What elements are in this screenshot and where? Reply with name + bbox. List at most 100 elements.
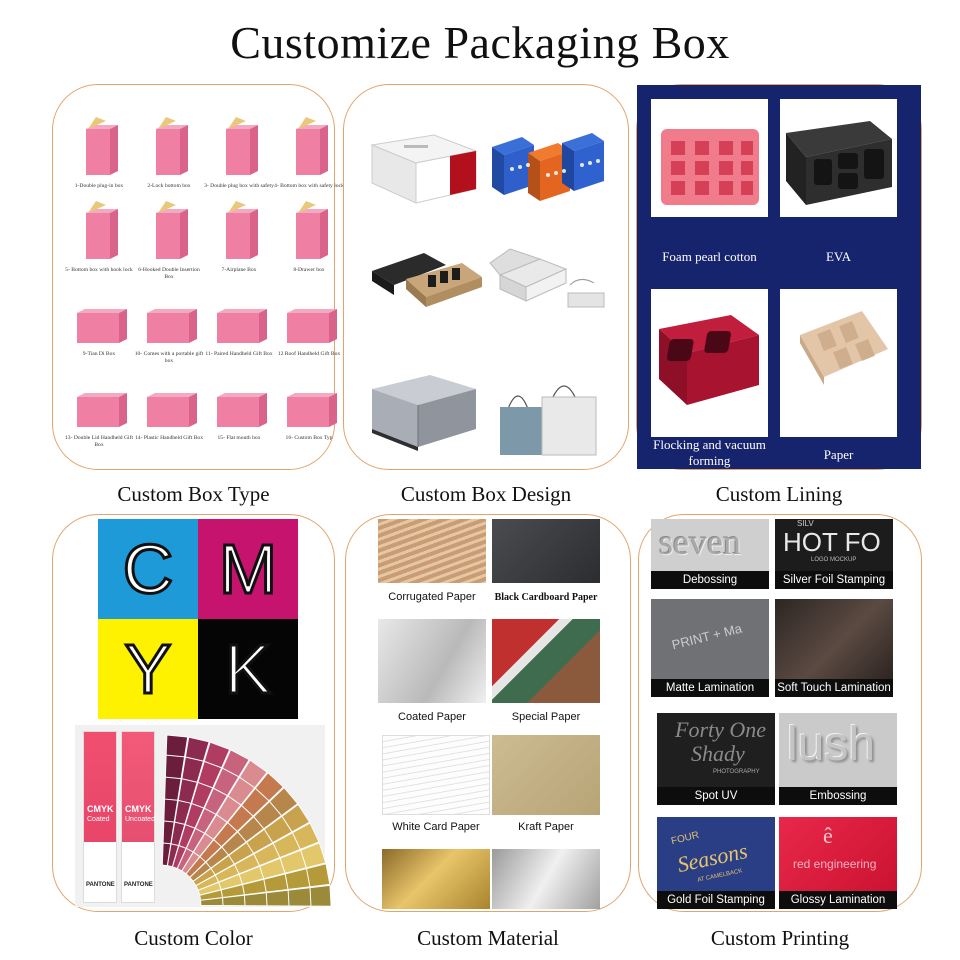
box-type-label: 2-Lock bottom box	[147, 183, 191, 189]
box-type-illustration	[217, 309, 267, 343]
cmyk-cyan-square: C	[98, 519, 198, 619]
colorful-boxes-image	[492, 133, 604, 201]
box-type-illustration	[226, 201, 258, 259]
card-box-design[interactable]	[343, 84, 629, 470]
mat-label-kraft: Kraft Paper	[518, 821, 574, 833]
box-type-label: 12 Roof Handheld Gift Box	[277, 351, 341, 357]
box-type-item: 11- Paired Handheld Gift Box	[205, 293, 273, 375]
box-type-label: 14- Plastic Handheld Gift Box	[134, 435, 204, 441]
grey-book-box-image	[372, 375, 476, 451]
glossy-art: red engineering	[793, 857, 877, 871]
card-color[interactable]: C M Y K CMYK Coated PANTONE CMYK Uncoate…	[52, 514, 335, 912]
box-type-label: 1-Double plug-in box	[74, 183, 124, 189]
box-type-label: 6-Hooked Double Insertion Box	[138, 267, 200, 280]
guide-label-coated: Coated	[87, 816, 110, 823]
lining-label-flocking: Flocking and vacuum forming	[653, 437, 766, 468]
cmyk-black-square: K	[198, 619, 298, 719]
coated-swatch	[378, 619, 486, 703]
print-silver-foil-tile: SILV HOT FO LOGO MOCKUP Silver Foil Stam…	[775, 519, 893, 589]
box-type-item: 12 Roof Handheld Gift Box	[275, 293, 343, 375]
box-type-label: 5- Bottom box with hook lock	[65, 267, 133, 273]
black-cardboard-swatch	[492, 519, 600, 583]
box-type-label: 7-Airplane Box	[221, 267, 257, 273]
guide-label-uncoated: Uncoated	[125, 816, 155, 823]
debossing-art: seven	[659, 522, 741, 562]
silver-foil-swatch	[492, 849, 600, 909]
mat-label-white-card: White Card Paper	[392, 821, 480, 833]
box-type-illustration	[217, 393, 267, 427]
print-label-soft-touch: Soft Touch Lamination	[775, 679, 893, 697]
card-printing[interactable]: seven Debossing SILV HOT FO LOGO MOCKUP …	[638, 514, 922, 912]
lining-paper-tile	[780, 289, 897, 437]
print-label-matte: Matte Lamination	[651, 679, 769, 697]
mat-label-black: Black Cardboard Paper	[494, 592, 598, 603]
box-type-illustration	[296, 117, 328, 175]
box-type-item: 13- Double Lid Handheld Gift Box	[65, 377, 133, 459]
spot-uv-art-1: Forty One	[675, 717, 767, 742]
special-swatch	[492, 619, 600, 703]
box-type-item: 3- Double plug box with safety	[204, 117, 274, 207]
box-type-illustration	[77, 393, 127, 427]
lining-label-eva: EVA	[825, 249, 852, 264]
print-label-embossing: Embossing	[779, 787, 897, 805]
kraft-swatch	[492, 735, 600, 815]
gold-foil-art-1: FOUR	[670, 829, 701, 848]
print-embossing-tile: lush Embossing	[779, 713, 897, 805]
print-label-spot-uv: Spot UV	[657, 787, 775, 805]
box-type-label: 11- Paired Handheld Gift Box	[205, 351, 273, 357]
lining-foam-tile	[651, 99, 768, 217]
embossing-art: lush	[787, 718, 876, 771]
box-type-illustration	[287, 309, 337, 343]
corrugated-swatch	[378, 519, 486, 583]
box-type-item: 8-Drawer box	[275, 201, 343, 291]
caption-printing: Custom Printing	[710, 926, 850, 950]
print-matte-tile: PRINT + Ma Matte Lamination	[651, 599, 769, 697]
print-label-glossy: Glossy Lamination	[779, 891, 897, 909]
card-material[interactable]: Corrugated Paper Black Cardboard Paper C…	[345, 514, 631, 912]
print-label-gold-foil: Gold Foil Stamping	[657, 891, 775, 909]
page-title: Customize Packaging Box	[230, 17, 730, 68]
silver-sub-art: LOGO MOCKUP	[811, 557, 857, 563]
box-type-illustration	[86, 117, 118, 175]
color-fan-image	[161, 734, 332, 907]
box-type-grid: 1-Double plug-in box 2-Lock bottom box 3…	[65, 117, 344, 465]
box-type-illustration	[296, 201, 328, 259]
spot-uv-art-3: PHOTOGRAPHY	[713, 769, 760, 775]
spot-uv-art-2: Shady	[691, 741, 745, 766]
box-type-label: 13- Double Lid Handheld Gift Box	[64, 435, 134, 448]
caption-material: Custom Material	[417, 926, 559, 950]
print-debossing-tile: seven Debossing	[651, 519, 769, 589]
cmyk-magenta-square: M	[198, 519, 298, 619]
box-type-label: 8-Drawer box	[293, 267, 325, 273]
box-type-illustration	[77, 309, 127, 343]
box-type-illustration	[156, 201, 188, 259]
card-lining[interactable]: Foam pearl cotton EVA Flocking and vacuu…	[636, 84, 922, 470]
box-type-label: 15- Flat mouth box	[217, 435, 261, 441]
mat-label-corrugated: Corrugated Paper	[388, 591, 476, 603]
lining-label-foam: Foam pearl cotton	[662, 249, 757, 264]
box-type-illustration	[287, 393, 337, 427]
box-type-item: 16- Custom Box Typ	[275, 377, 343, 459]
pantone-guide: CMYK Coated PANTONE CMYK Uncoated PANTON…	[75, 725, 332, 907]
card-box-type[interactable]: 1-Double plug-in box 2-Lock bottom box 3…	[52, 84, 344, 470]
guide-brand-coated: PANTONE	[86, 882, 115, 888]
cmyk-yellow-square: Y	[98, 619, 198, 719]
caption-box-type: Custom Box Type	[117, 482, 270, 506]
box-type-item: 5- Bottom box with hook lock	[65, 201, 133, 291]
unfolded-white-box-image	[489, 248, 605, 308]
box-type-item: 9-Tian Di Box	[65, 293, 133, 375]
print-gold-foil-tile: FOUR Seasons AT CAMELBACK Gold Foil Stam…	[657, 817, 775, 909]
box-type-item: 2-Lock bottom box	[135, 117, 203, 207]
white-red-box-image	[370, 134, 478, 204]
guide-title-coated: CMYK	[87, 804, 114, 814]
glossy-logo-icon: ê	[823, 823, 833, 848]
caption-box-design: Custom Box Design	[400, 482, 572, 506]
lining-label-paper: Paper	[823, 447, 854, 462]
white-card-swatch	[382, 735, 490, 815]
guide-brand-uncoated: PANTONE	[124, 882, 153, 888]
silver-small-art: SILV	[797, 519, 814, 528]
box-type-item: 14- Plastic Handheld Gift Box	[135, 377, 203, 459]
caption-lining: Custom Lining	[715, 482, 843, 506]
box-type-illustration	[147, 393, 197, 427]
print-soft-touch-tile: Soft Touch Lamination	[775, 599, 893, 697]
